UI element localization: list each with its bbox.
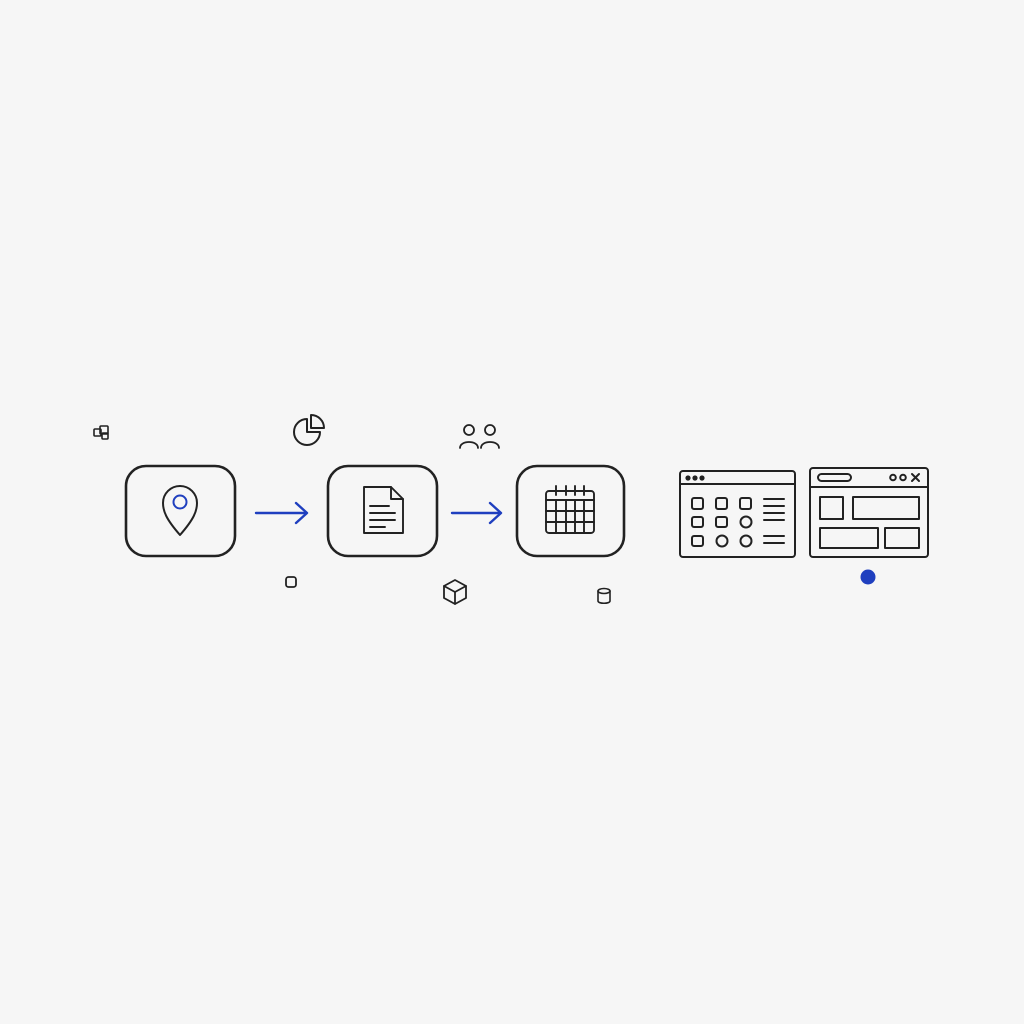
flow-step-document[interactable] [326, 464, 439, 558]
dashboard-window-icon[interactable] [679, 470, 796, 558]
flow-step-location[interactable] [124, 464, 237, 558]
document-icon [363, 486, 404, 534]
arrow-right-icon [450, 501, 503, 525]
flow-step-calendar[interactable] [515, 464, 626, 558]
users-icon [459, 424, 500, 449]
layout-window-icon[interactable] [809, 467, 929, 558]
pie-chart-icon [293, 414, 325, 446]
small-square-icon [285, 576, 297, 588]
calendar-grid-icon [545, 485, 595, 534]
cube-icon [443, 579, 467, 605]
database-icon [597, 587, 611, 605]
arrow-right-icon [254, 501, 309, 525]
stacked-cubes-icon [93, 425, 109, 440]
status-dot-icon [860, 569, 876, 585]
map-pin-icon [162, 485, 198, 536]
